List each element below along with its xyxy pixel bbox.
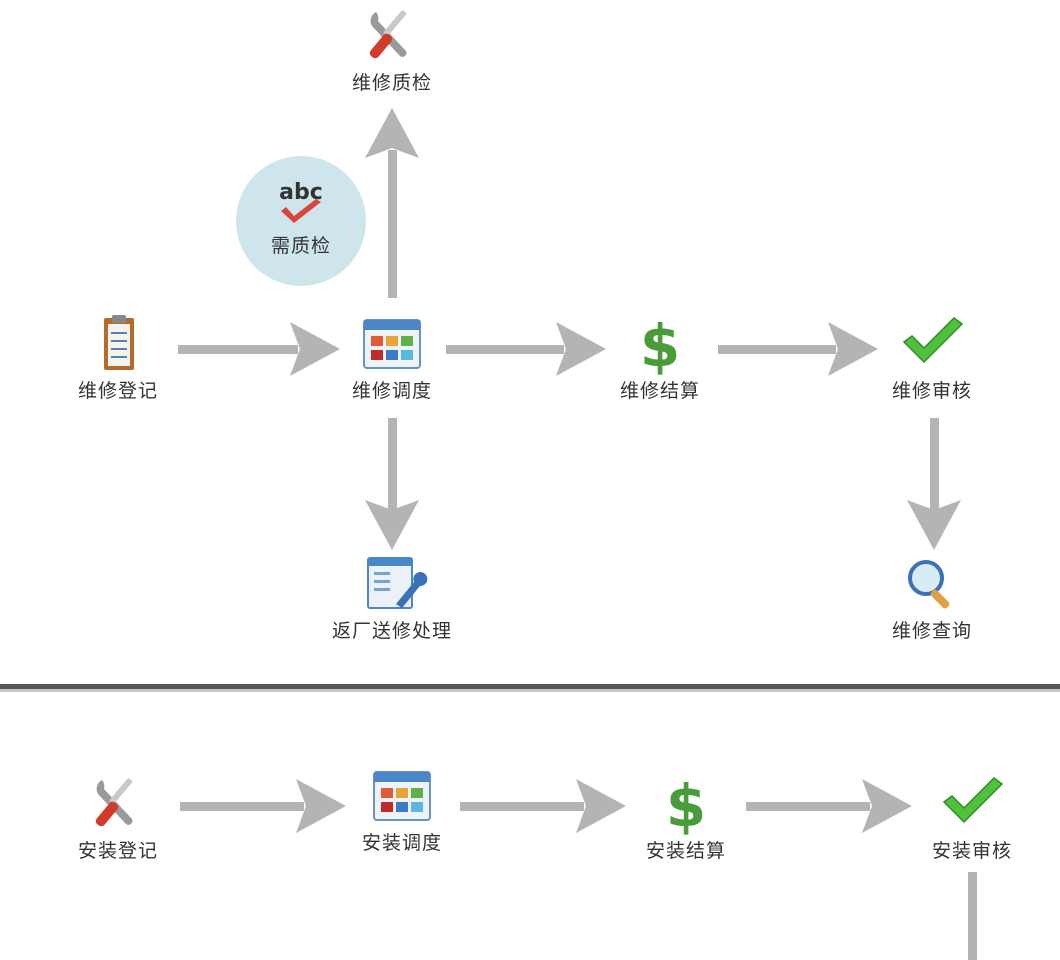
document-wrench-icon: [356, 552, 428, 616]
node-repair-return-to-factory[interactable]: 返厂送修处理: [312, 552, 472, 643]
node-repair-quality-check[interactable]: 维修质检: [322, 4, 462, 95]
needs-qc-badge[interactable]: abc 需质检: [236, 156, 366, 286]
node-repair-query[interactable]: 维修查询: [862, 552, 1002, 643]
spellcheck-icon: [278, 199, 324, 227]
arrow-dispatch-to-settlement: [446, 322, 606, 376]
label-repair-dispatch: 维修调度: [351, 380, 432, 402]
magnifier-icon: [896, 552, 968, 616]
label-install-settlement: 安装结算: [645, 840, 726, 862]
arrow-install-settlement-to-audit: [746, 779, 912, 833]
label-repair-register: 维修登记: [77, 380, 158, 402]
schedule-grid-icon: [356, 312, 428, 376]
label-install-dispatch: 安装调度: [361, 832, 442, 854]
clipboard-icon: [82, 312, 154, 376]
needs-qc-label: 需质检: [270, 235, 331, 257]
label-repair-return-to-factory: 返厂送修处理: [331, 620, 452, 642]
label-repair-settlement: 维修结算: [619, 380, 700, 402]
label-repair-audit: 维修审核: [891, 380, 972, 402]
arrow-dispatch-to-return: [365, 418, 419, 550]
section-divider-shadow: [0, 689, 1060, 692]
label-repair-query: 维修查询: [891, 620, 972, 642]
node-install-audit[interactable]: 安装审核: [902, 772, 1042, 863]
checkmark-icon: [896, 312, 968, 376]
arrow-settlement-to-audit: [718, 322, 878, 376]
arrow-install-audit-down: [968, 872, 977, 960]
label-install-audit: 安装审核: [931, 840, 1012, 862]
node-repair-dispatch[interactable]: 维修调度: [322, 312, 462, 403]
label-install-register: 安装登记: [77, 840, 158, 862]
wrench-screwdriver-icon: [356, 4, 428, 68]
schedule-grid-icon: [366, 764, 438, 828]
svg-text:$: $: [666, 772, 706, 836]
label-repair-quality-check: 维修质检: [351, 72, 432, 94]
node-repair-audit[interactable]: 维修审核: [862, 312, 1002, 403]
checkmark-icon: [936, 772, 1008, 836]
section-divider: [0, 684, 1060, 689]
dollar-icon: $: [624, 312, 696, 376]
node-repair-register[interactable]: 维修登记: [48, 312, 188, 403]
arrow-install-dispatch-to-settlement: [460, 779, 626, 833]
arrow-audit-to-query: [907, 418, 961, 550]
svg-text:$: $: [640, 312, 680, 376]
node-install-dispatch[interactable]: 安装调度: [332, 764, 472, 855]
arrow-dispatch-to-quality-check: [365, 108, 419, 298]
arrow-register-to-dispatch: [178, 322, 340, 376]
arrow-install-register-to-dispatch: [180, 779, 346, 833]
node-install-register[interactable]: 安装登记: [48, 772, 188, 863]
dollar-icon: $: [650, 772, 722, 836]
node-repair-settlement[interactable]: $ 维修结算: [590, 312, 730, 403]
node-install-settlement[interactable]: $ 安装结算: [616, 772, 756, 863]
wrench-screwdriver-icon: [82, 772, 154, 836]
